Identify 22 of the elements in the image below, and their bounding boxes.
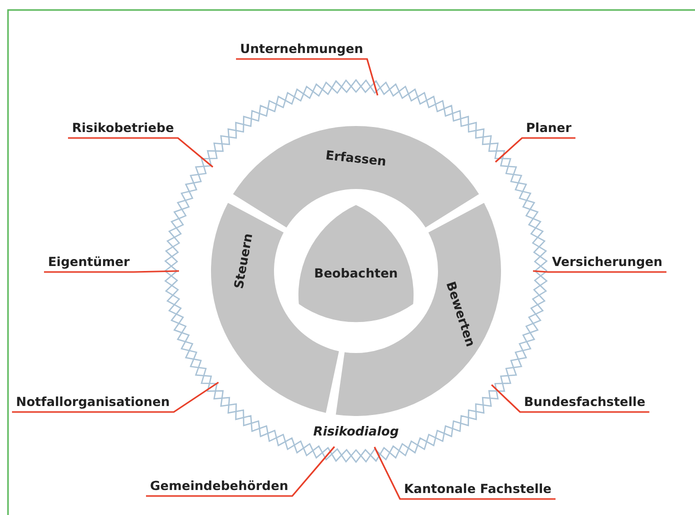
- segment-label: Steuern: [230, 232, 256, 290]
- stakeholder-label: Kantonale Fachstelle: [400, 481, 556, 499]
- stakeholder-label: Eigentümer: [44, 254, 134, 272]
- stakeholder-label: Notfallorganisationen: [12, 394, 174, 412]
- leader-line: [236, 58, 378, 96]
- leader-line: [146, 446, 336, 497]
- center-label: Beobachten: [314, 266, 398, 280]
- stakeholder-label: Versicherungen: [548, 254, 666, 272]
- leader-line: [532, 270, 666, 273]
- stakeholder-label: Bundesfachstelle: [520, 394, 650, 412]
- leader-line: [491, 384, 650, 413]
- ring-label: Risikodialog: [313, 424, 399, 438]
- leader-line: [12, 382, 219, 413]
- leader-line: [494, 137, 576, 163]
- stakeholder-label: Risikobetriebe: [68, 120, 178, 138]
- stakeholder-label: Unternehmungen: [236, 41, 368, 59]
- stakeholder-label: Planer: [522, 120, 576, 138]
- leader-line: [374, 446, 556, 500]
- segment-label: Erfassen: [324, 146, 388, 168]
- leader-line: [44, 270, 180, 273]
- leader-line: [68, 137, 214, 168]
- stakeholder-label: Gemeindebehörden: [146, 478, 292, 496]
